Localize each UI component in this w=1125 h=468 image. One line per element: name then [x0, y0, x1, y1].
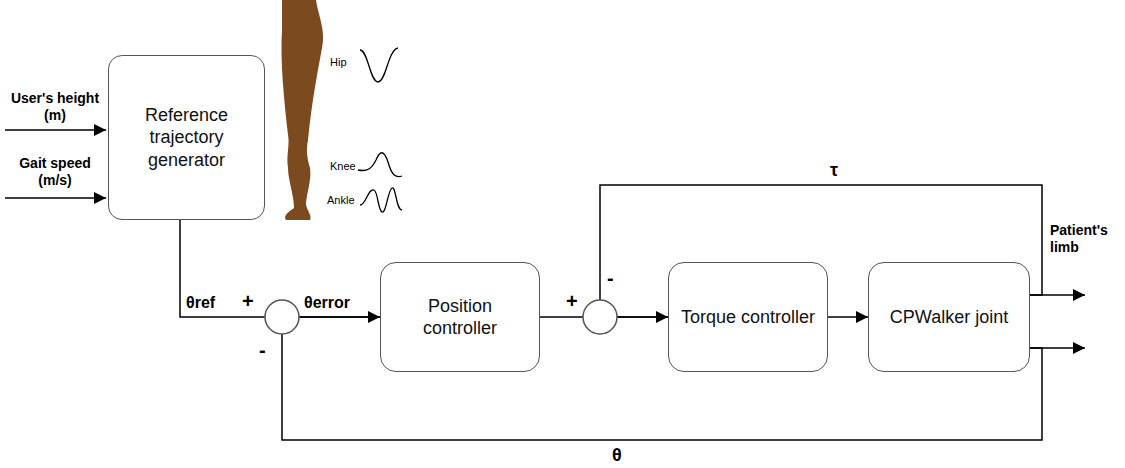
- signal-label: θref: [186, 293, 215, 312]
- leg-silhouette: [281, 0, 323, 220]
- summing-junction: [265, 300, 299, 334]
- knee-curve: [358, 153, 402, 177]
- process-box: Reference trajectory generator: [108, 55, 265, 220]
- signal-label: θ: [610, 445, 624, 466]
- hip-curve: [360, 48, 398, 82]
- sign-label: -: [607, 266, 614, 290]
- output-arrow: [1030, 294, 1085, 296]
- sign-label: +: [566, 289, 578, 313]
- process-box: Torque controller: [668, 262, 828, 372]
- sign-label: -: [259, 338, 266, 362]
- input-label: User's height (m): [5, 90, 105, 124]
- sign-label: +: [242, 289, 254, 313]
- process-box: Position controller: [380, 262, 540, 372]
- input-arrow: [5, 129, 106, 131]
- output-label: Patient's limb: [1050, 222, 1122, 256]
- joint-label: Hip: [330, 56, 347, 69]
- box-label: Reference trajectory generator: [117, 104, 256, 172]
- signal-line: [828, 316, 868, 318]
- process-box: CPWalker joint: [868, 262, 1030, 372]
- box-label: Torque controller: [681, 306, 815, 329]
- input-arrow: [5, 197, 106, 199]
- input-label: Gait speed (m/s): [5, 155, 105, 189]
- joint-label: Ankle: [327, 194, 355, 207]
- output-arrow: [1030, 347, 1085, 349]
- signal-label: θerror: [304, 293, 350, 312]
- signal-label: τ: [828, 160, 840, 181]
- box-label: CPWalker joint: [890, 306, 1008, 329]
- summing-junction: [583, 300, 617, 334]
- joint-label: Knee: [330, 160, 356, 173]
- box-label: Position controller: [389, 295, 531, 340]
- ankle-curve: [360, 188, 402, 212]
